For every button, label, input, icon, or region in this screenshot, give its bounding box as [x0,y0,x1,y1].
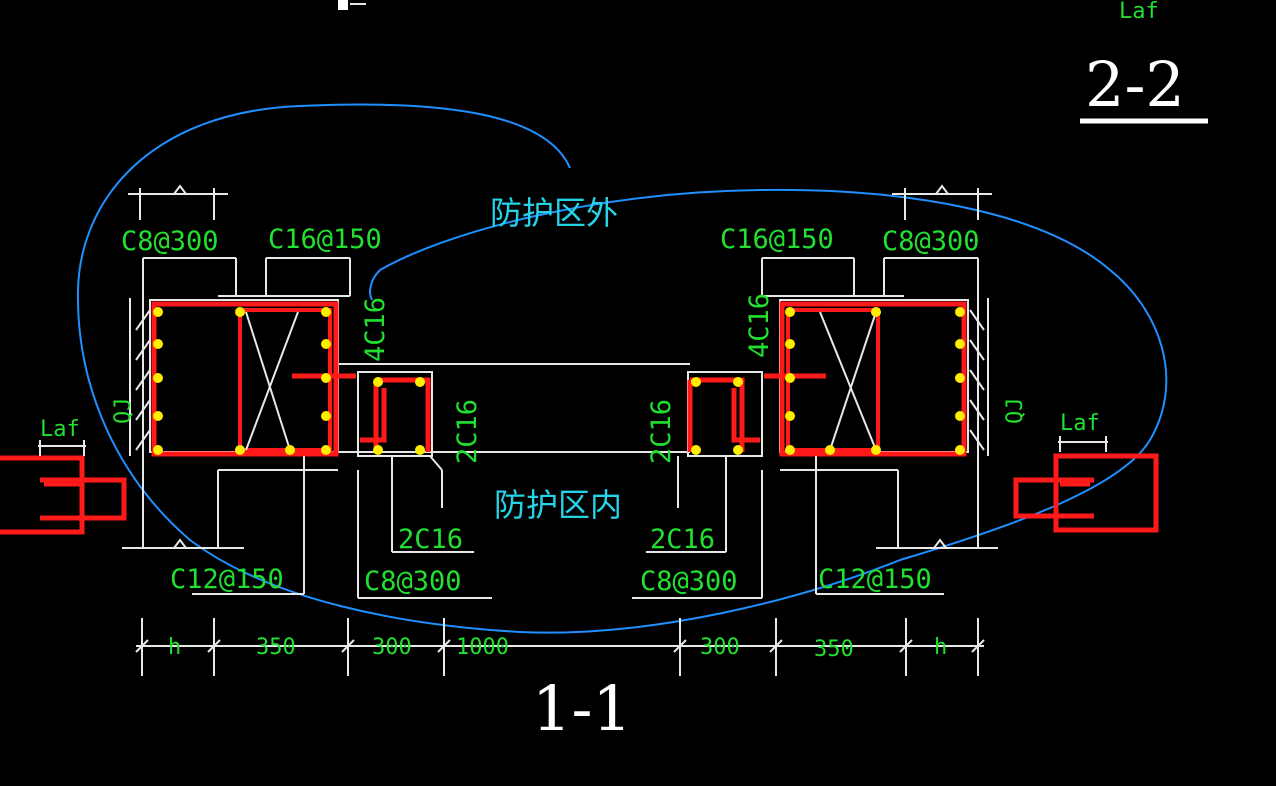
label-2c16-vert-left: 2C16 [452,399,483,464]
label-c12-150-right: C12@150 [818,564,932,595]
label-2c16-vert-right: 2C16 [646,399,677,464]
dim-300-left: 300 [372,635,412,660]
zone-outside-label: 防护区外 [490,194,618,232]
label-c8-300-top-left: C8@300 [121,226,219,257]
zone-inside-label: 防护区内 [494,486,622,524]
label-c8-300-top-right: C8@300 [882,226,980,257]
laf-detail-right [1013,436,1159,533]
label-laf-right: Laf [1060,411,1100,436]
label-c8-300-bottom-left: C8@300 [364,566,462,597]
section-title-2-2: 2-2 [1085,48,1185,121]
label-c8-300-bottom-right: C8@300 [640,566,738,597]
sketch-outline-left [76,103,1168,634]
partial-mark [338,0,348,10]
label-4c16-left: 4C16 [360,297,391,362]
dim-350-right: 350 [814,637,854,662]
dim-300-right: 300 [700,635,740,660]
left-section [122,184,690,599]
sketch-outline-inner [369,269,381,301]
label-c16-150-top-left: C16@150 [268,224,382,255]
section-title-1-1: 1-1 [532,672,632,745]
label-c16-150-top-right: C16@150 [720,224,834,255]
label-2c16-bottom-left: 2C16 [398,524,463,555]
dimension-line [135,618,985,676]
label-2c16-bottom-right: 2C16 [650,524,715,555]
laf-top-partial: Laf [1119,0,1159,24]
dim-h-left: h [168,635,181,660]
label-qj-right: QJ [1003,398,1028,425]
dim-h-right: h [934,635,947,660]
laf-detail-left [0,440,127,535]
label-qj-left: QJ [111,398,136,425]
label-4c16-right: 4C16 [744,293,775,358]
label-laf-left: Laf [40,417,80,442]
label-c12-150-left: C12@150 [170,564,284,595]
dim-350-left: 350 [256,635,296,660]
right-section [632,184,998,599]
dim-1000: 1000 [456,635,509,660]
